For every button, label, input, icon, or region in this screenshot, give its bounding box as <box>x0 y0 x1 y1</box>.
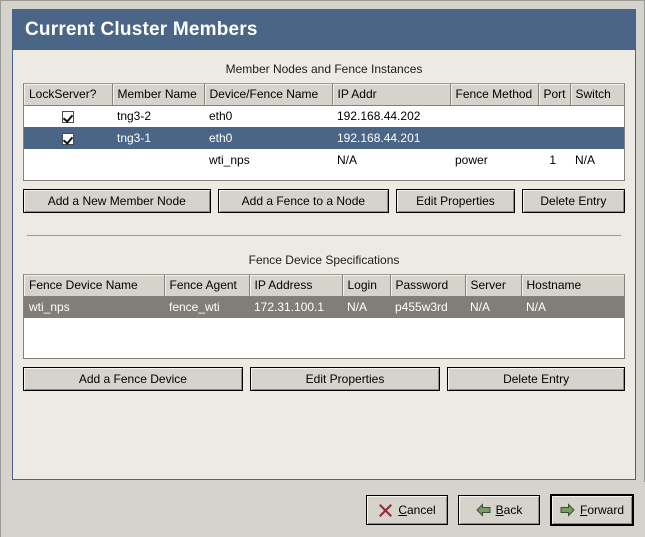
fence-edit-properties-button[interactable]: Edit Properties <box>249 367 441 391</box>
cancel-x-icon <box>378 503 393 517</box>
page-title: Current Cluster Members <box>25 19 258 40</box>
fence-device-table[interactable]: Fence Device Name Fence Agent IP Address… <box>23 274 625 359</box>
member-actions-toolbar: Add a New Member Node Add a Fence to a N… <box>23 189 625 213</box>
col-member-name[interactable]: Member Name <box>112 84 205 106</box>
table-row[interactable]: wti_nps fence_wti 172.31.100.1 N/A p455w… <box>24 296 624 318</box>
table-empty-space <box>24 318 624 358</box>
col-device-fence-name[interactable]: Device/Fence Name <box>204 84 333 106</box>
cell-switch: N/A <box>570 149 624 171</box>
edit-properties-button[interactable]: Edit Properties <box>396 189 515 213</box>
cancel-rest: ancel <box>406 503 436 517</box>
arrow-left-icon <box>475 503 491 517</box>
col-switch[interactable]: Switch <box>570 84 624 106</box>
forward-button-label: Forward <box>580 503 624 517</box>
table-row[interactable]: wti_nps N/A power 1 N/A <box>24 149 624 171</box>
add-new-member-node-button[interactable]: Add a New Member Node <box>23 189 211 213</box>
dialog-panel: Current Cluster Members Member Nodes and… <box>12 9 636 480</box>
fence-actions-toolbar: Add a Fence Device Edit Properties Delet… <box>23 367 625 391</box>
col-hostname[interactable]: Hostname <box>521 275 624 297</box>
col-login[interactable]: Login <box>342 275 391 297</box>
dialog-body: Member Nodes and Fence Instances LockSer… <box>13 50 635 479</box>
section-divider <box>27 235 621 236</box>
cancel-accel-char: C <box>398 503 407 517</box>
col-server[interactable]: Server <box>465 275 522 297</box>
col-lockserver[interactable]: LockServer? <box>24 84 113 106</box>
cell-device-fence-name: eth0 <box>204 127 332 149</box>
cell-lockserver[interactable] <box>24 105 112 127</box>
fence-delete-entry-button[interactable]: Delete Entry <box>447 367 625 391</box>
cell-password: p455w3rd <box>390 296 465 318</box>
forward-button[interactable]: Forward <box>550 494 634 526</box>
title-bar: Current Cluster Members <box>13 10 635 50</box>
cell-lockserver <box>24 149 112 171</box>
lockserver-checkbox[interactable] <box>62 111 74 124</box>
col-password[interactable]: Password <box>390 275 466 297</box>
col-ip-address[interactable]: IP Address <box>249 275 343 297</box>
cell-login: N/A <box>342 296 390 318</box>
cell-ip-addr: 192.168.44.201 <box>332 127 450 149</box>
cell-ip-addr: N/A <box>332 149 450 171</box>
cell-member-name: tng3-1 <box>112 127 204 149</box>
fence-section-caption: Fence Device Specifications <box>248 253 400 267</box>
cell-port: 1 <box>538 149 570 171</box>
member-nodes-table[interactable]: LockServer? Member Name Device/Fence Nam… <box>23 83 625 181</box>
cell-device-fence-name: wti_nps <box>204 149 332 171</box>
lockserver-checkbox[interactable] <box>62 132 74 145</box>
cell-device-fence-name: eth0 <box>204 105 332 127</box>
add-fence-device-button[interactable]: Add a Fence Device <box>23 367 243 391</box>
add-fence-to-node-button[interactable]: Add a Fence to a Node <box>217 189 390 213</box>
cell-server: N/A <box>465 296 521 318</box>
back-button-label: Back <box>496 503 523 517</box>
cell-ip-addr: 192.168.44.202 <box>332 105 450 127</box>
cancel-button-label: Cancel <box>398 503 435 517</box>
cell-switch <box>570 105 624 127</box>
cell-hostname: N/A <box>521 296 624 318</box>
cell-ip-address: 172.31.100.1 <box>249 296 342 318</box>
cell-fence-agent: fence_wti <box>164 296 249 318</box>
back-accel-char: B <box>495 503 504 517</box>
table-row[interactable]: tng3-2 eth0 192.168.44.202 <box>24 105 624 127</box>
col-ip-addr[interactable]: IP Addr <box>332 84 451 106</box>
cell-fence-method <box>450 105 538 127</box>
col-fence-method[interactable]: Fence Method <box>450 84 539 106</box>
arrow-right-icon <box>560 503 575 517</box>
back-button[interactable]: Back <box>458 495 540 525</box>
table-row[interactable]: tng3-1 eth0 192.168.44.201 <box>24 127 624 149</box>
cell-fence-method: power <box>450 149 538 171</box>
members-section-caption: Member Nodes and Fence Instances <box>225 62 423 76</box>
forward-accel-char: F <box>579 503 588 517</box>
cell-member-name <box>112 149 204 171</box>
delete-entry-button[interactable]: Delete Entry <box>521 189 625 213</box>
col-port[interactable]: Port <box>538 84 571 106</box>
back-rest: ack <box>503 503 523 517</box>
cell-switch <box>570 127 624 149</box>
col-fence-device-name[interactable]: Fence Device Name <box>24 275 165 297</box>
forward-rest: orward <box>587 503 625 517</box>
fence-table-header-row: Fence Device Name Fence Agent IP Address… <box>24 275 624 297</box>
cell-lockserver[interactable] <box>24 127 112 149</box>
member-table-header-row: LockServer? Member Name Device/Fence Nam… <box>24 84 624 106</box>
cell-fence-device-name: wti_nps <box>24 296 164 318</box>
cell-port <box>538 127 570 149</box>
table-empty-space <box>24 171 624 180</box>
cancel-button[interactable]: Cancel <box>366 495 448 525</box>
dialog-footer: Cancel Back Forward <box>1 482 645 537</box>
cell-port <box>538 105 570 127</box>
cell-fence-method <box>450 127 538 149</box>
cell-member-name: tng3-2 <box>112 105 204 127</box>
col-fence-agent[interactable]: Fence Agent <box>164 275 250 297</box>
